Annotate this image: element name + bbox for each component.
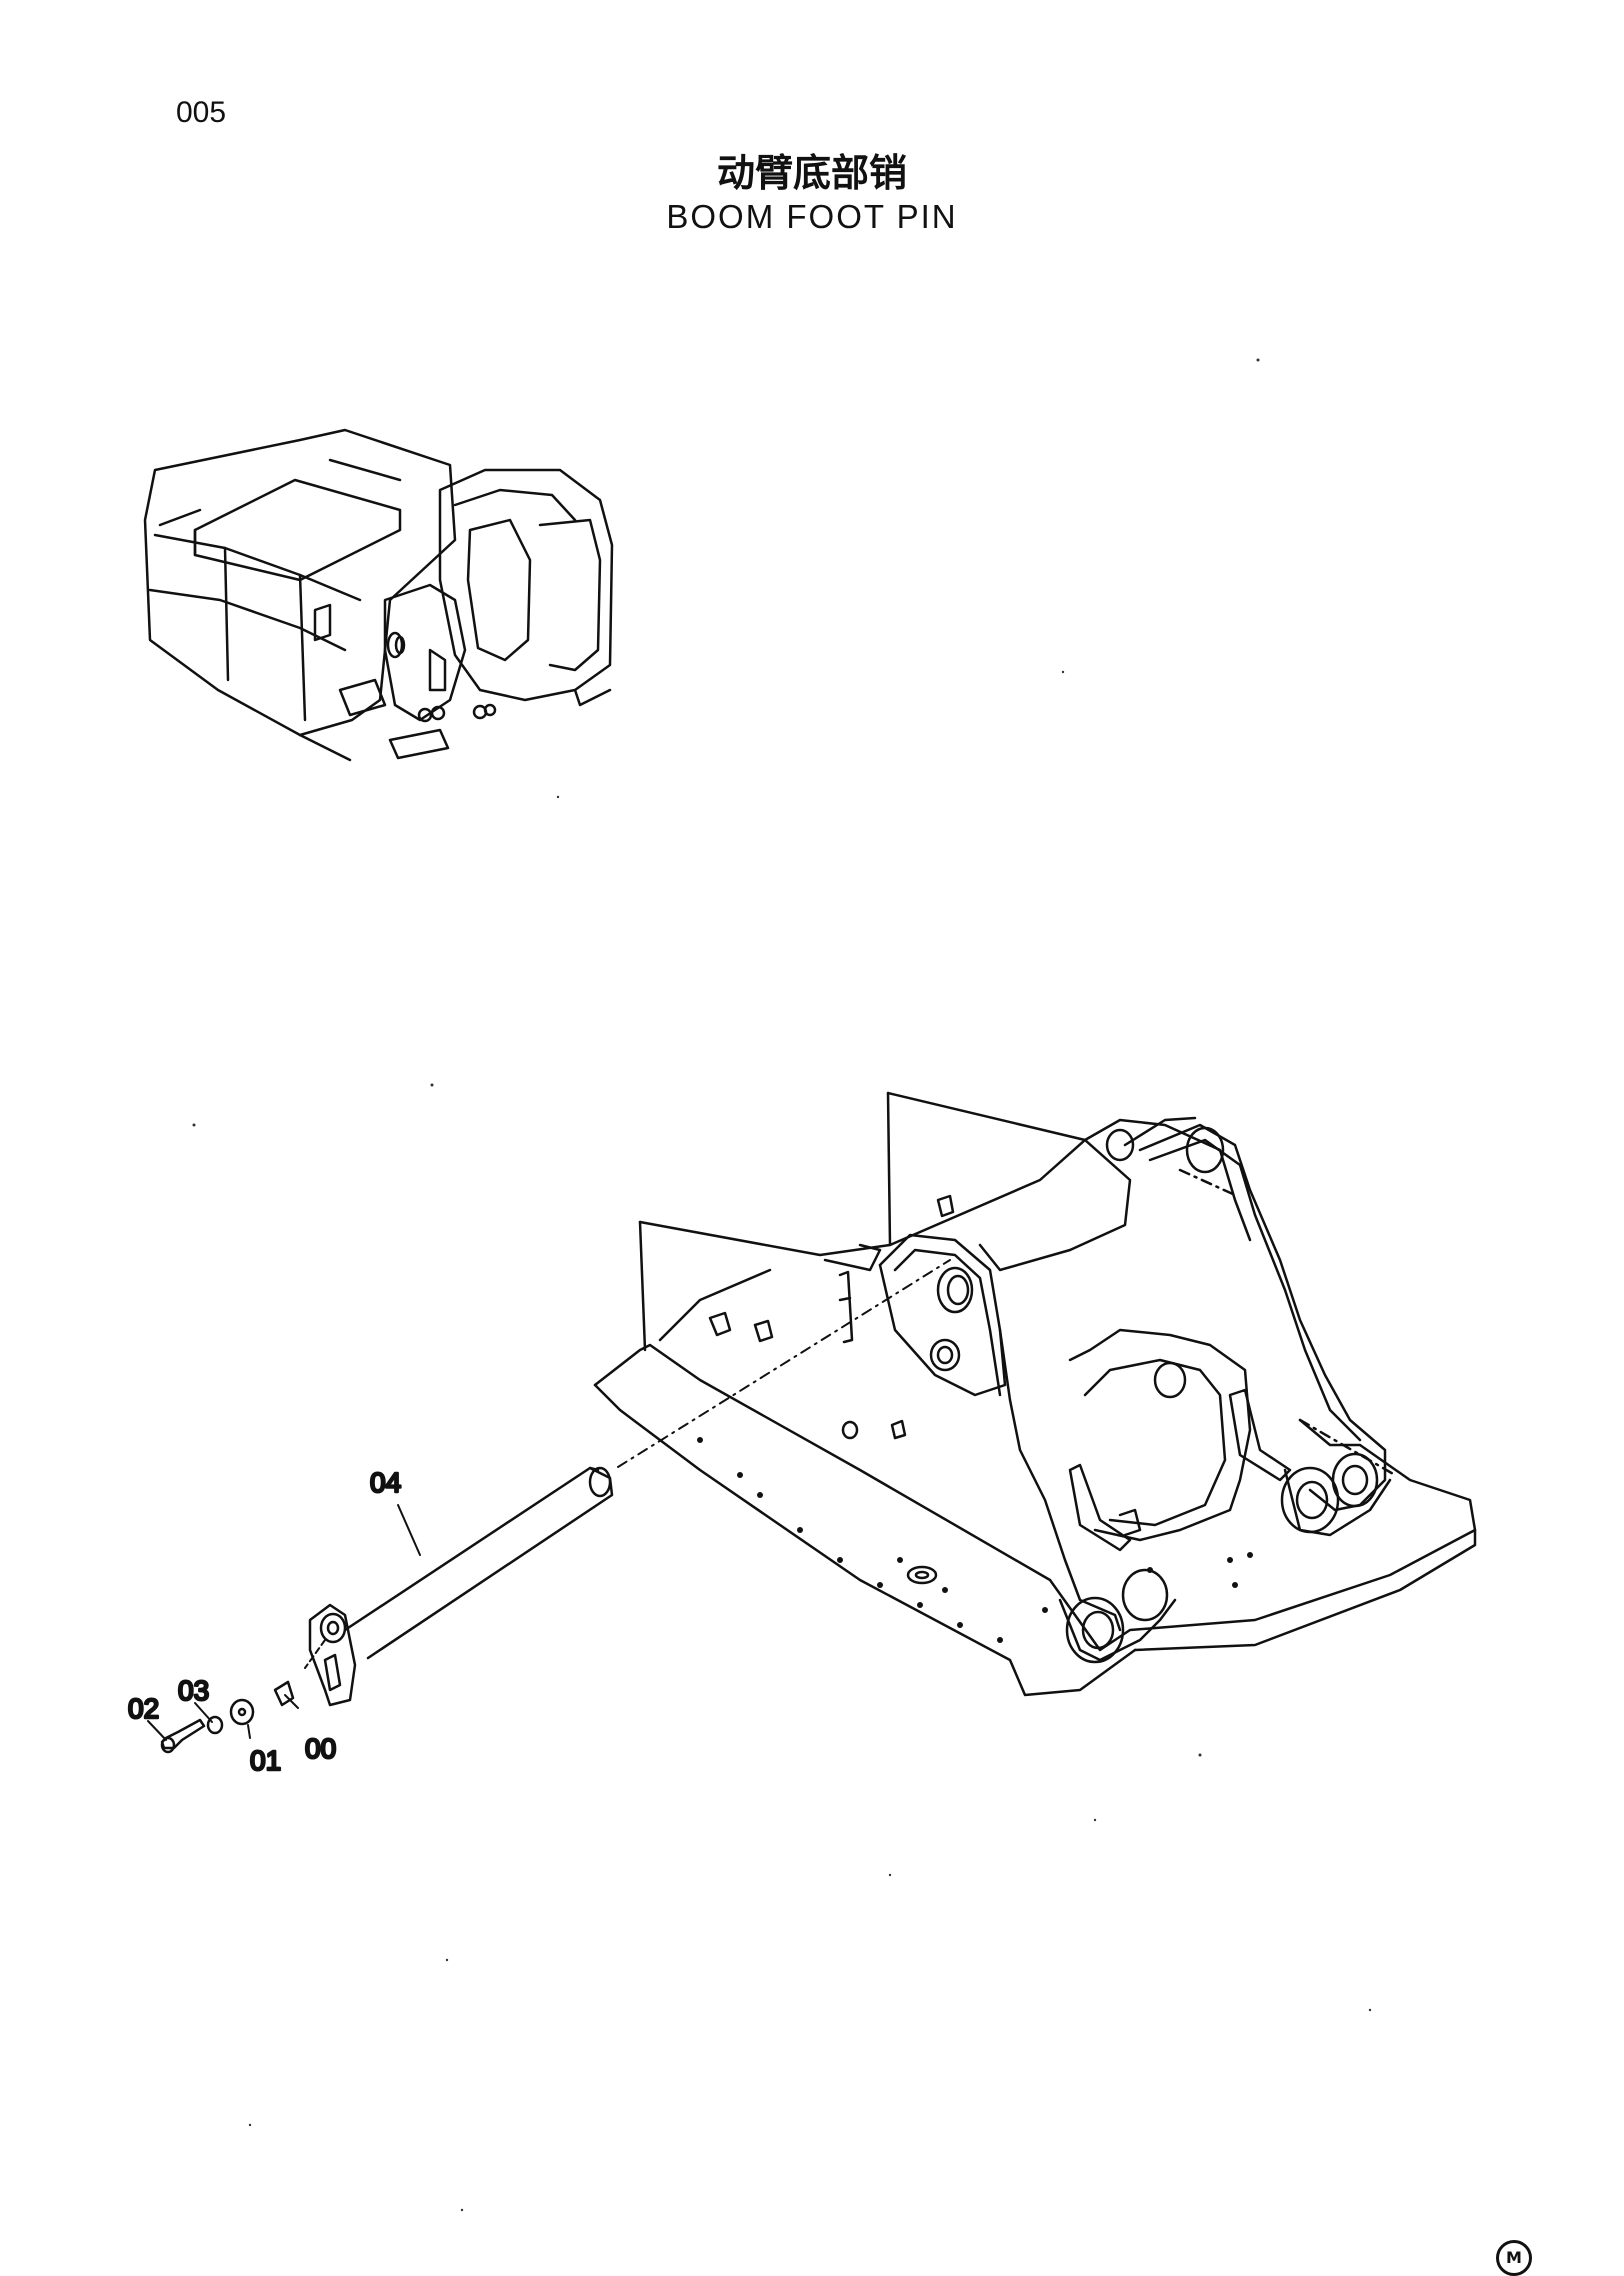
boom-foot-pin-illustration (304, 1259, 951, 1707)
manufacturer-mark-icon: M (1496, 2240, 1532, 2276)
title-chinese: 动臂底部销 (716, 151, 907, 195)
scan-specks (192, 358, 1372, 2212)
overview-machine-illustration (143, 428, 614, 762)
page-number: 005 (176, 96, 227, 129)
leader-lines (147, 1504, 421, 1741)
callout-04: 04 (370, 1467, 401, 1498)
upper-frame-illustration (593, 1091, 1477, 1697)
callout-00: 00 (305, 1733, 336, 1764)
callout-01: 01 (250, 1745, 281, 1776)
callout-02: 02 (128, 1693, 159, 1724)
title-english: BOOM FOOT PIN (666, 198, 958, 235)
hardware-illustration (160, 1680, 295, 1754)
callout-03: 03 (178, 1675, 209, 1706)
